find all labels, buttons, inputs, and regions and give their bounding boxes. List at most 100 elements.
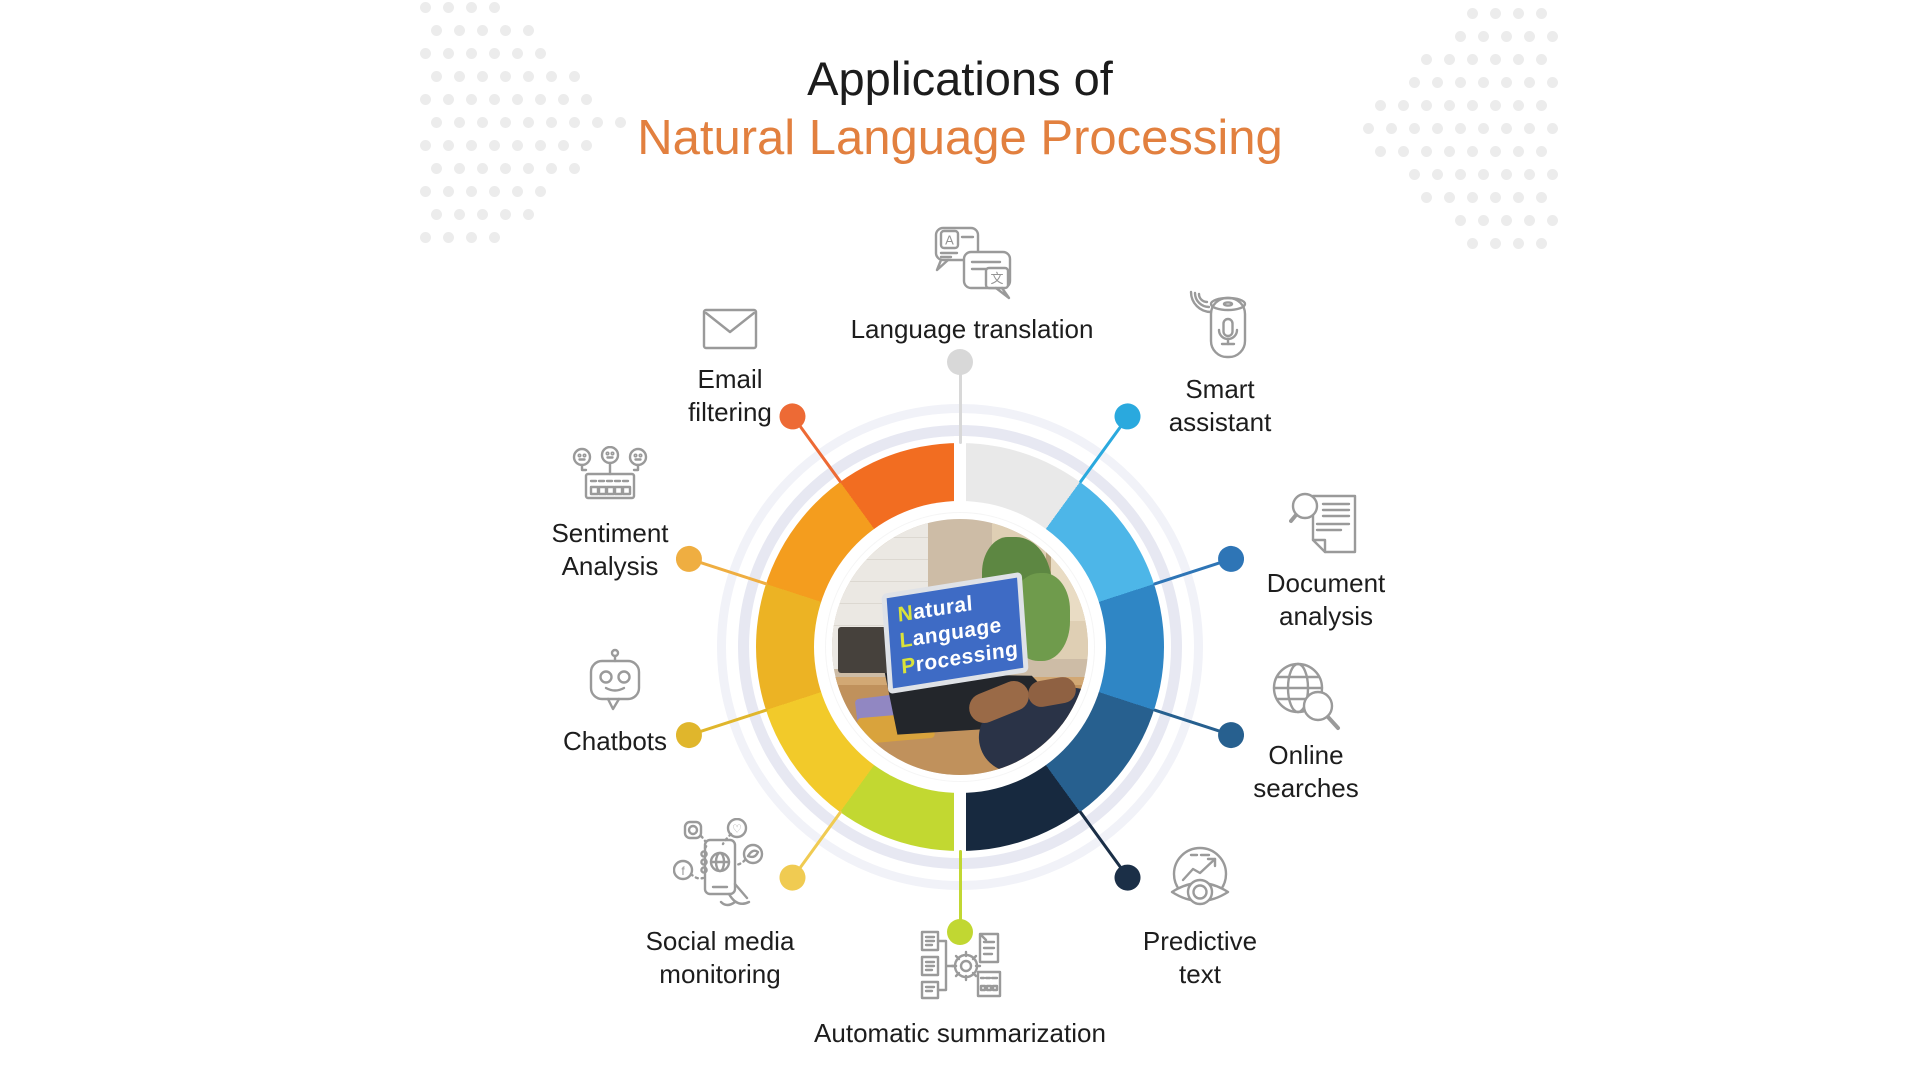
pattern-dot — [1513, 192, 1524, 203]
svg-text:文: 文 — [990, 271, 1003, 286]
pattern-dot — [581, 140, 592, 151]
pattern-dot — [1501, 215, 1512, 226]
pattern-dot — [1432, 77, 1443, 88]
item-label: Sentiment Analysis — [551, 518, 669, 581]
pattern-dot — [1444, 192, 1455, 203]
chatbot-icon — [582, 648, 648, 719]
pattern-dot — [1536, 8, 1547, 19]
pattern-dot — [1467, 146, 1478, 157]
online-searches-icon — [1268, 660, 1344, 739]
pattern-dot — [489, 232, 500, 243]
pattern-dot — [1455, 123, 1466, 134]
pattern-dot — [466, 94, 477, 105]
pattern-dot — [431, 71, 442, 82]
item-email-filtering: Email filtering — [630, 308, 830, 429]
connector-line — [958, 362, 962, 444]
pattern-dot — [431, 25, 442, 36]
pattern-dot — [1421, 192, 1432, 203]
pattern-dot — [431, 209, 442, 220]
pattern-dot — [1536, 100, 1547, 111]
pattern-dot — [420, 186, 431, 197]
translation-icon: A 文 — [930, 222, 1014, 305]
pattern-dot — [443, 140, 454, 151]
pattern-dot — [523, 209, 534, 220]
pattern-dot — [1547, 31, 1558, 42]
pattern-dot — [1467, 54, 1478, 65]
pattern-dot — [523, 25, 534, 36]
pattern-dot — [1398, 100, 1409, 111]
item-smart-assistant: Smart assistant — [1120, 286, 1320, 439]
pattern-dot — [558, 94, 569, 105]
pattern-dot — [1513, 54, 1524, 65]
pattern-dot — [1490, 146, 1501, 157]
pattern-dot — [466, 232, 477, 243]
item-document-analysis: Document analysis — [1226, 490, 1426, 633]
pattern-dot — [512, 94, 523, 105]
pattern-dot — [489, 2, 500, 13]
pattern-dot — [443, 48, 454, 59]
pattern-dot — [1478, 169, 1489, 180]
connector-dot — [947, 349, 973, 375]
pattern-dot — [1467, 100, 1478, 111]
item-language-translation: A 文 Language translation — [822, 222, 1122, 346]
pattern-dot — [500, 25, 511, 36]
pattern-dot — [1513, 238, 1524, 249]
pattern-dot — [1467, 238, 1478, 249]
item-label: Email filtering — [688, 364, 772, 427]
pattern-dot — [546, 117, 557, 128]
pattern-dot — [592, 117, 603, 128]
pattern-dot — [1467, 8, 1478, 19]
pattern-dot — [466, 2, 477, 13]
item-automatic-summarization: Automatic summarization — [780, 928, 1140, 1050]
pattern-dot — [1478, 31, 1489, 42]
summarization-icon — [918, 928, 1002, 1009]
pattern-dot — [546, 71, 557, 82]
pattern-dot — [431, 117, 442, 128]
title-line-2: Natural Language Processing — [637, 111, 1283, 165]
pattern-dot — [535, 140, 546, 151]
pattern-dot — [489, 140, 500, 151]
pattern-dot — [1524, 123, 1535, 134]
item-label: Smart assistant — [1168, 374, 1272, 437]
pattern-dot — [546, 163, 557, 174]
pattern-dot — [477, 25, 488, 36]
pattern-dot — [1501, 31, 1512, 42]
pattern-dot — [512, 48, 523, 59]
pattern-dot — [477, 163, 488, 174]
pattern-dot — [1490, 54, 1501, 65]
pattern-dot — [1536, 54, 1547, 65]
pattern-dot — [535, 48, 546, 59]
pattern-dot — [1398, 146, 1409, 157]
pattern-dot — [1478, 215, 1489, 226]
pattern-dot — [454, 71, 465, 82]
pattern-dot — [1524, 31, 1535, 42]
pattern-dot — [1547, 123, 1558, 134]
pattern-dot — [1547, 169, 1558, 180]
pattern-dot — [1444, 100, 1455, 111]
pattern-dot — [1432, 123, 1443, 134]
pattern-dot — [420, 94, 431, 105]
pattern-dot — [535, 94, 546, 105]
item-label: Language translation — [850, 314, 1094, 344]
pattern-dot — [512, 186, 523, 197]
corner-dot-pattern-right — [1352, 8, 1582, 268]
pattern-dot — [431, 163, 442, 174]
pattern-dot — [1363, 123, 1374, 134]
pattern-dot — [1444, 54, 1455, 65]
pattern-dot — [1524, 169, 1535, 180]
pattern-dot — [1375, 146, 1386, 157]
pattern-dot — [1536, 192, 1547, 203]
pattern-dot — [1490, 100, 1501, 111]
email-icon — [702, 308, 758, 355]
pattern-dot — [1455, 77, 1466, 88]
pattern-dot — [466, 186, 477, 197]
pattern-dot — [500, 163, 511, 174]
pattern-dot — [477, 117, 488, 128]
pattern-dot — [1513, 100, 1524, 111]
pattern-dot — [489, 94, 500, 105]
pattern-dot — [1547, 215, 1558, 226]
pattern-dot — [466, 140, 477, 151]
pattern-dot — [1386, 123, 1397, 134]
